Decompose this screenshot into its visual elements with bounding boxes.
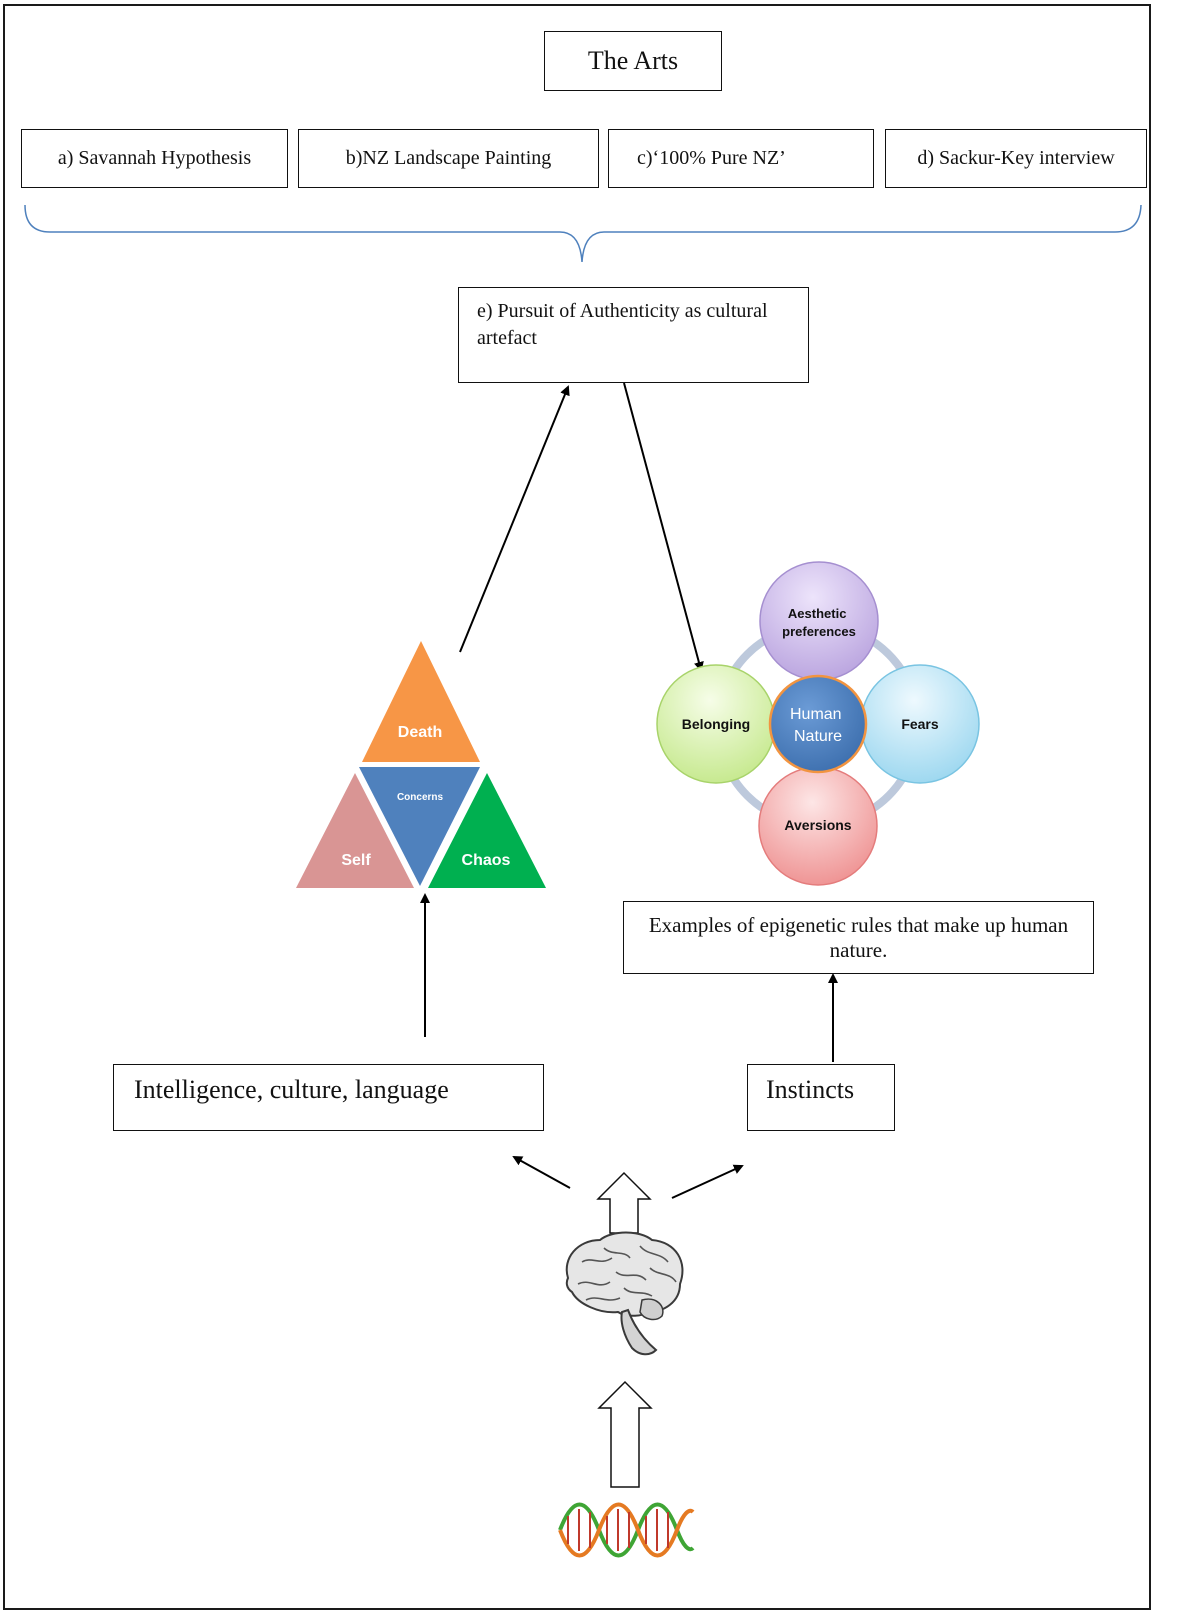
instincts-label: Instincts <box>766 1075 855 1104</box>
instincts-box: Instincts <box>747 1064 895 1131</box>
label-aesthetic: Aesthetic preferences <box>782 606 856 639</box>
pursuit-label: e) Pursuit of Authenticity as cultural a… <box>477 300 768 349</box>
label-human-nature: Human Nature <box>790 706 846 745</box>
arrow-brain-to-instincts <box>671 1164 744 1199</box>
arrow-triangle-to-pursuit <box>459 385 570 653</box>
label-fears: Fears <box>901 716 939 732</box>
arts-box-c: c)‘100% Pure NZ’ <box>608 129 874 188</box>
label-aesthetic-line1: Aesthetic <box>788 606 847 621</box>
arts-label-d: d) Sackur-Key interview <box>917 147 1115 169</box>
label-human-nature-line1: Human <box>790 706 842 723</box>
hollow-arrow-lower <box>597 1380 653 1488</box>
label-aversions: Aversions <box>784 817 851 833</box>
triangle-label-chaos: Chaos <box>462 852 511 869</box>
the-arts-box: The Arts <box>544 31 722 91</box>
the-arts-title: The Arts <box>587 46 679 75</box>
page-frame <box>3 4 1151 1610</box>
epigenetic-caption: Examples of epigenetic rules that make u… <box>648 912 1069 962</box>
arts-label-c: c)‘100% Pure NZ’ <box>637 147 786 169</box>
triangle-concerns <box>359 767 480 886</box>
triangle-chaos <box>428 773 546 888</box>
arts-box-b: b)NZ Landscape Painting <box>298 129 599 188</box>
hollow-arrow-upper <box>596 1171 652 1234</box>
arrow-brain-to-intelligence <box>512 1156 571 1189</box>
brain-icon <box>565 1231 684 1356</box>
dna-icon <box>558 1502 695 1558</box>
human-nature-cluster: Aesthetic preferences Belonging Fears Av… <box>656 561 980 886</box>
circle-aesthetic <box>759 561 879 681</box>
epigenetic-box: Examples of epigenetic rules that make u… <box>623 901 1094 974</box>
intelligence-box: Intelligence, culture, language <box>113 1064 544 1131</box>
arts-label-b: b)NZ Landscape Painting <box>345 147 552 169</box>
label-human-nature-line2: Nature <box>794 728 842 745</box>
triangle-label-self: Self <box>341 852 371 869</box>
arts-box-a: a) Savannah Hypothesis <box>21 129 288 188</box>
label-belonging: Belonging <box>682 716 750 732</box>
triangle-label-death: Death <box>398 724 442 741</box>
label-aesthetic-line2: preferences <box>782 624 856 639</box>
arrow-pursuit-to-human-nature <box>623 382 704 672</box>
arts-label-a: a) Savannah Hypothesis <box>57 147 252 169</box>
pursuit-box: e) Pursuit of Authenticity as cultural a… <box>458 287 809 383</box>
triangle-death <box>362 641 480 762</box>
intelligence-label: Intelligence, culture, language <box>134 1075 449 1104</box>
grouping-brace <box>24 204 1142 263</box>
arts-box-d: d) Sackur-Key interview <box>885 129 1147 188</box>
circle-human-nature <box>768 674 868 774</box>
concerns-triangle: Death Concerns Self Chaos <box>296 641 546 888</box>
triangle-self <box>296 773 414 888</box>
triangle-label-concerns: Concerns <box>397 792 444 803</box>
